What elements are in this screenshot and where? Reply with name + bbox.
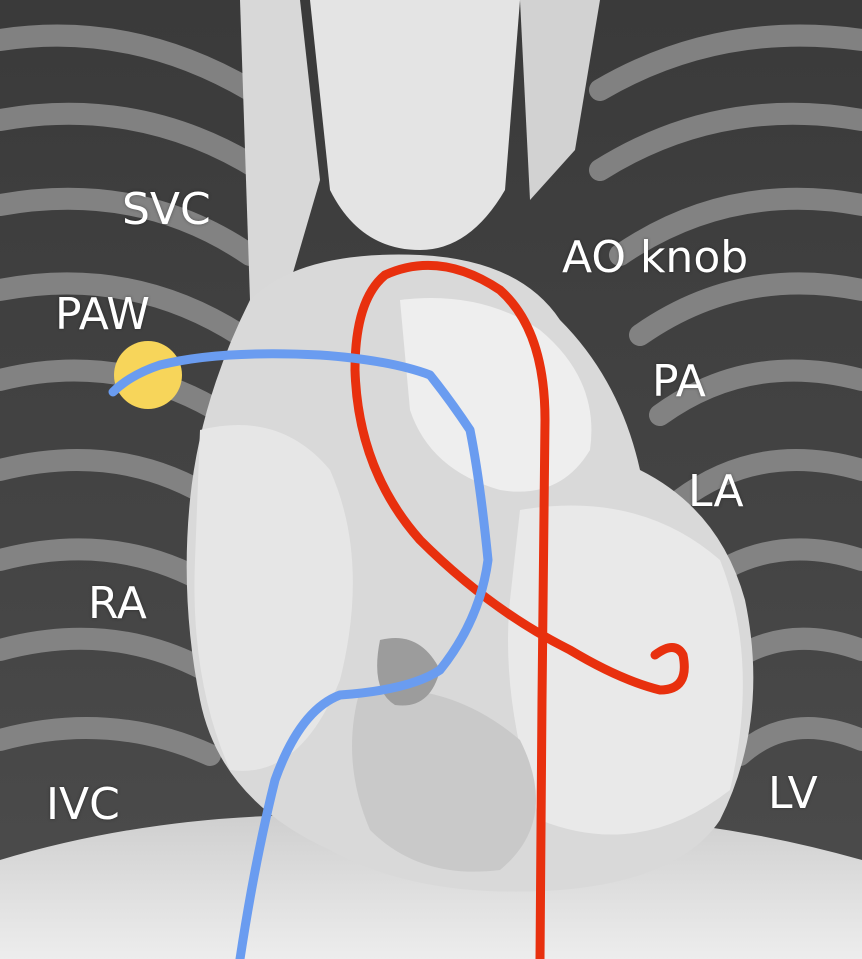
label-ivc: IVC <box>46 783 120 827</box>
wedge-balloon-marker <box>114 341 182 409</box>
label-paw: PAW <box>55 293 150 337</box>
label-pa: PA <box>652 360 706 404</box>
label-la: LA <box>688 470 744 514</box>
label-svc: SVC <box>122 188 211 232</box>
label-ra: RA <box>88 582 147 626</box>
label-ao-knob: AO knob <box>562 236 748 280</box>
label-lv: LV <box>768 772 818 816</box>
